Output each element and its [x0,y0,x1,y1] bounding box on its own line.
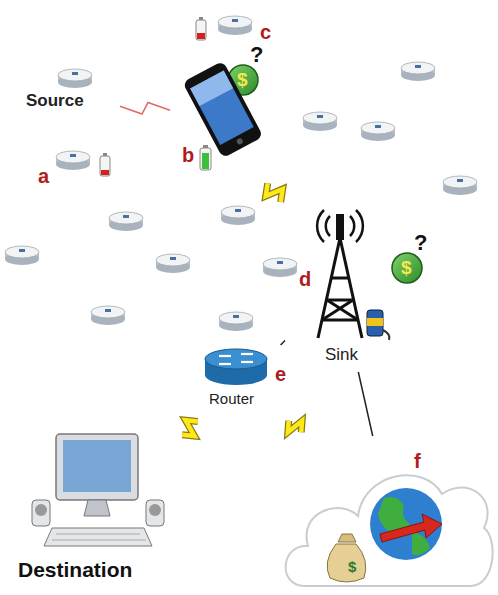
node-label: Router [209,391,254,408]
illustration-node: Destination [12,430,177,590]
connector [281,341,285,345]
sensor-disk [219,312,253,331]
sensor-disk [109,212,143,231]
node-label: b [182,144,194,166]
connector [358,372,372,436]
node-label: f [414,450,421,472]
sensor-disk [401,62,435,81]
sensor-disk [58,69,92,88]
battery-low [100,153,110,176]
illustration-node: Source [20,88,120,116]
sensor-disk [361,122,395,141]
battery-low [196,17,206,40]
node-label: Sink [325,346,358,365]
node-label: e [275,363,286,385]
sensor-disk [91,306,125,325]
sensor-disk [156,254,190,273]
node-label: Source [26,92,84,111]
sensor-disk [443,176,477,195]
callout-letter: ? [250,44,263,66]
illustration-node: dSink [285,200,393,372]
sensor-disk [221,206,255,225]
sensor-disk [5,246,39,265]
sensor-disk [218,16,252,35]
node-label: Destination [18,558,132,581]
callout-letter: $ [237,70,248,89]
connector [120,102,170,114]
connector [182,420,198,436]
illustration-node: f [284,436,496,590]
callout-letter: $ [401,258,412,277]
coin [392,253,422,283]
callout-letter: ? [414,232,427,254]
callout-letter: a [38,166,49,186]
sensor-disk [263,258,297,277]
callout-letter: c [260,22,271,42]
connector [266,183,283,202]
illustration-node: eRouter [195,345,295,417]
connector [288,421,302,432]
illustration-node: b [170,52,270,177]
sensor-disk [56,151,90,170]
sensor-disk [303,112,337,131]
node-icon [284,436,496,590]
node-label: d [299,268,311,290]
callout-letter: $ [348,559,356,574]
